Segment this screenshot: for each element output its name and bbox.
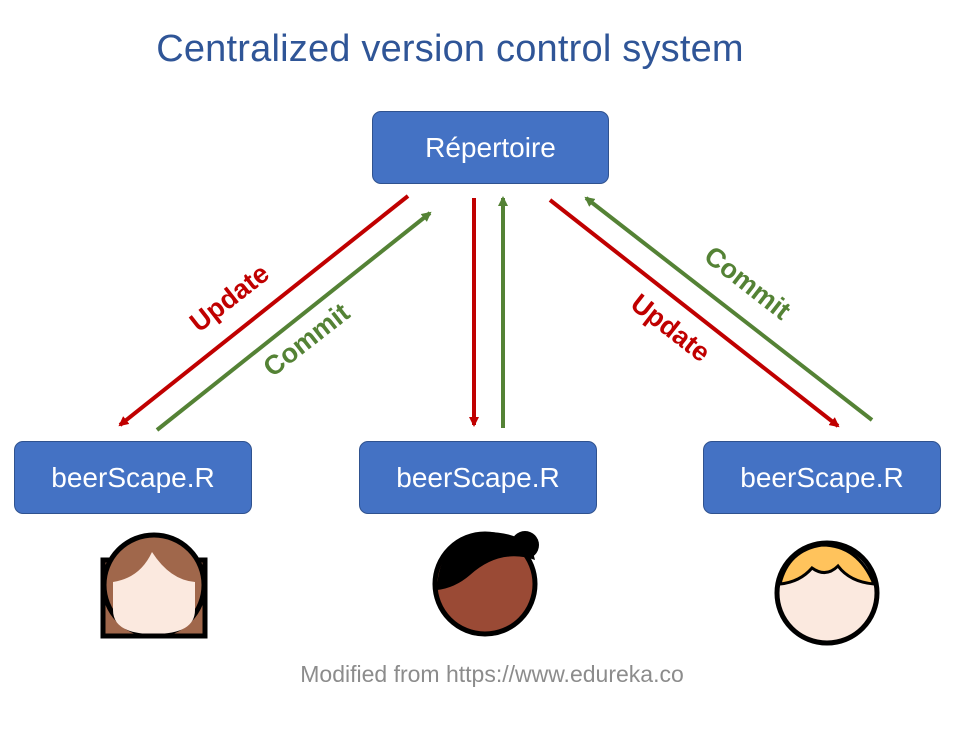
diagram-title: Centralized version control system [156,28,744,70]
commit-arrow-left [155,211,432,432]
client-node-center[interactable]: beerScape.R [359,441,597,514]
repository-node[interactable]: Répertoire [372,111,609,184]
update-arrow-left [118,194,410,427]
woman-dark-skin-bun-avatar [432,531,539,637]
woman-long-brown-hair-avatar [100,532,208,639]
source-credit: Modified from https://www.edureka.co [300,661,684,687]
update-label-left: Update [184,258,275,338]
update-arrow-right [548,198,840,428]
commit-arrow-right [584,196,874,422]
commit-label-right: Commit [699,240,797,326]
client-node-right[interactable]: beerScape.R [703,441,941,514]
person-blonde-hair-avatar [774,540,880,646]
update-label-right: Update [625,288,716,368]
client-node-left[interactable]: beerScape.R [14,441,252,514]
